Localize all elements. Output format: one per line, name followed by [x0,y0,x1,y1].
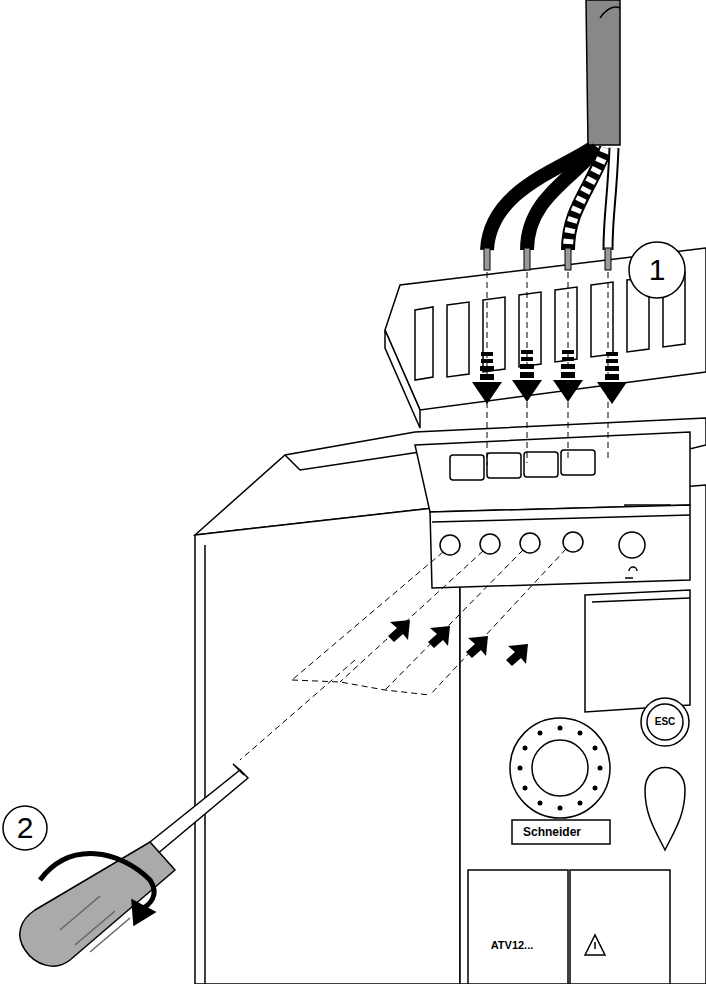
callout-circle [3,242,685,850]
power-cable [484,0,620,270]
product-label: ATV12... [491,940,534,951]
heat-sink [385,248,706,428]
guide-lines [240,272,608,760]
callout-number: 2 [17,813,34,843]
brand-logo: Schneider [523,826,581,838]
button-label: ESC [655,717,676,727]
drive-housing [195,418,706,984]
insert-arrows [388,350,627,666]
screwdriver [20,764,248,966]
callout-number: 1 [649,255,666,285]
